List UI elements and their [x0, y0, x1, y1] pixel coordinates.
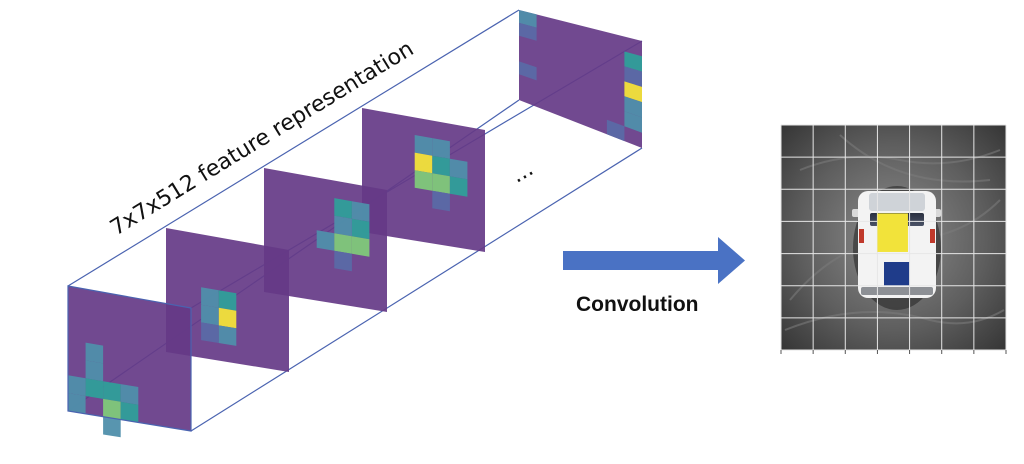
- feature-cell: [606, 119, 625, 142]
- feature-cell: [624, 51, 642, 72]
- feature-cell: [432, 138, 450, 159]
- feature-cell: [334, 198, 352, 219]
- feature-cell: [201, 322, 219, 343]
- feature-cell: [103, 416, 121, 438]
- convolution-arrow: [563, 237, 745, 284]
- frame-front: [67, 285, 192, 432]
- feature-cell: [218, 307, 237, 329]
- car-roof-rack: [869, 193, 925, 211]
- feature-cell: [449, 176, 468, 197]
- feature-map-2: [166, 228, 289, 372]
- feature-cell: [432, 155, 450, 177]
- feature-cell: [334, 233, 352, 254]
- feature-cell: [68, 375, 86, 396]
- feature-cell: [68, 393, 86, 414]
- feature-cell: [519, 61, 537, 81]
- car-tail-light-right: [930, 229, 935, 243]
- feature-cell: [519, 10, 537, 28]
- arrow-head: [718, 237, 745, 284]
- feature-cell: [103, 398, 121, 420]
- feature-cell: [201, 304, 219, 326]
- feature-cell: [414, 170, 433, 191]
- feature-cell: [351, 236, 370, 257]
- feature-cell: [218, 325, 237, 346]
- feature-cell: [414, 152, 433, 174]
- ellipsis-text: ...: [507, 156, 538, 188]
- car-stripe: [884, 262, 910, 286]
- feature-map-5: [519, 10, 642, 148]
- feature-cell: [120, 384, 139, 405]
- feature-cell: [103, 381, 121, 402]
- feature-cell: [449, 158, 468, 180]
- feature-cell: [351, 218, 370, 240]
- frame-edge-top: [67, 9, 520, 287]
- feature-cell: [334, 215, 352, 237]
- feature-cell: [414, 135, 433, 156]
- feature-cell: [624, 66, 642, 87]
- highlight-patch: [877, 213, 908, 252]
- feature-cell: [218, 290, 237, 311]
- image-grid: [780, 124, 1007, 354]
- car-bumper: [861, 287, 933, 295]
- feature-cell: [85, 342, 104, 364]
- feature-map-1: [68, 286, 191, 438]
- frame-edge-bottom: [190, 147, 643, 432]
- feature-cell: [624, 96, 642, 118]
- feature-map-3: [264, 168, 387, 312]
- feature-map-4: [362, 108, 485, 252]
- feature-cell: [519, 22, 537, 41]
- feature-cell: [351, 201, 370, 222]
- convolution-label: Convolution: [576, 293, 698, 316]
- feature-map-background: [519, 10, 642, 148]
- feature-cell: [432, 173, 450, 194]
- feature-cell: [120, 401, 139, 423]
- feature-cell: [201, 287, 219, 308]
- front-face-outline: [67, 285, 192, 432]
- feature-cell: [85, 360, 104, 382]
- arrow-shaft: [563, 251, 721, 270]
- car-image: [780, 124, 1007, 354]
- feature-maps: [68, 10, 642, 438]
- feature-cell: [334, 250, 352, 272]
- feature-cell: [316, 230, 335, 251]
- feature-cell: [85, 378, 104, 399]
- feature-cell: [432, 190, 450, 212]
- feature-cell: [624, 111, 642, 133]
- car-tail-light-left: [859, 229, 864, 243]
- feature-cell: [624, 81, 642, 103]
